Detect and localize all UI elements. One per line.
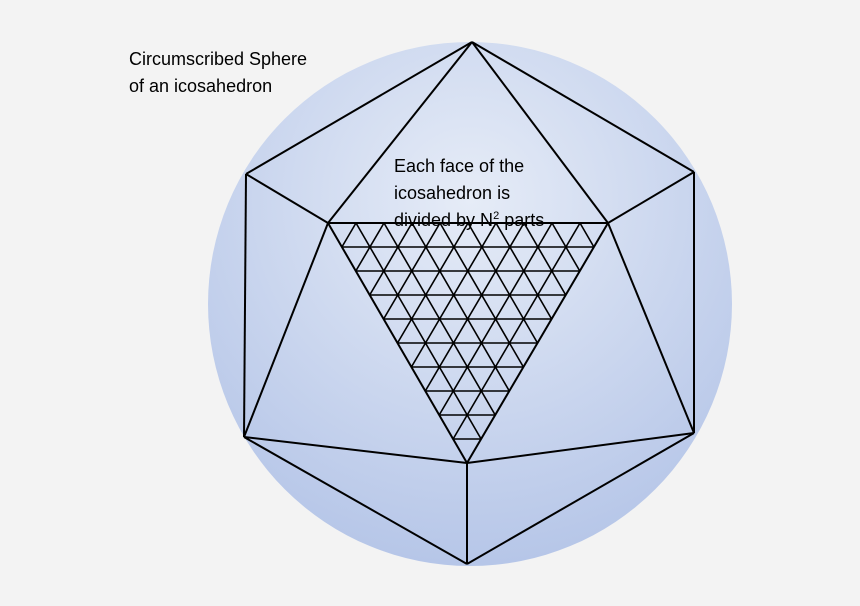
sphere-label: Circumscribed Sphere of an icosahedron [129,46,307,100]
icosahedron-edge [466,432,695,464]
icosahedron-edges [243,41,695,565]
icosahedron-edge [243,436,468,464]
face-label-line1: Each face of the [394,156,525,176]
icosahedron-edge [245,173,329,224]
subdivision-line [355,222,385,272]
subdivision-line [396,222,469,344]
circumscribed-sphere [208,42,732,566]
icosahedron-edge [245,41,473,175]
icosahedron-edge [607,222,695,434]
subdivision-line [551,222,581,272]
icosahedron-edge [466,432,695,565]
face-label: Each face of the icosahedron is divided … [394,153,544,234]
icosahedron-edge [607,171,695,224]
icosahedron-edge [243,222,329,438]
icosahedron-edge [471,41,695,173]
subdivision-line [452,222,581,440]
icosahedron-edge [327,41,473,224]
subdivision-line [579,222,595,248]
subdivision-line [382,222,441,320]
subdivision-line [523,222,567,296]
face-label-line3-suffix: parts [499,210,545,230]
subdivision-line [369,222,413,296]
face-label-line3-prefix: divided by N [394,210,494,230]
subdivision-line [467,222,539,344]
sphere-label-line1: Circumscribed Sphere [129,49,308,69]
subdivision-line [355,222,482,440]
icosahedron-edge [243,173,247,438]
sphere-label-line2: of an icosahedron [129,76,273,96]
face-label-line2: icosahedron is [394,183,511,203]
icosahedron-edge [243,436,468,565]
subdivision-line [495,222,553,320]
subdivision-line [411,222,510,392]
face-label-line3: divided by N2 parts [394,207,544,234]
icosahedron-edge [471,41,609,224]
subdivided-face-grid [341,222,595,440]
subdivision-line [424,222,525,392]
subdivision-line [341,222,357,248]
face-label-exponent: 2 [493,210,500,222]
